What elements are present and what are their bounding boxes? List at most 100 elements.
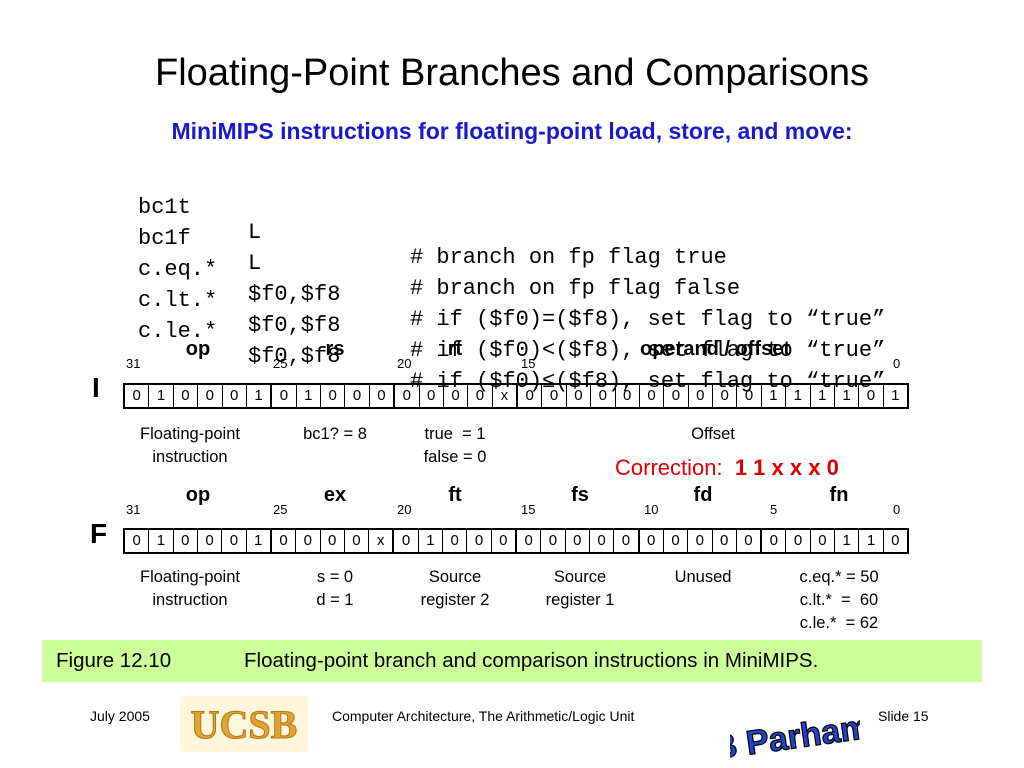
code-comment: # if ($f0)=($f8), set flag to “true” <box>410 307 886 332</box>
footer-date: July 2005 <box>90 708 150 724</box>
correction-label: Correction: <box>615 455 723 480</box>
bit-cell: 0 <box>541 530 566 552</box>
bit-cell: 1 <box>859 530 884 552</box>
bit-cell: 0 <box>713 530 737 552</box>
bit-cell: 0 <box>468 385 493 407</box>
field-label-op: op <box>185 484 211 506</box>
bit-cell: 1 <box>149 385 174 407</box>
bit-cell: x <box>369 530 395 552</box>
bit-cell: 0 <box>688 530 713 552</box>
bit-cell: 0 <box>566 530 590 552</box>
code-line: c.lt.* $f0,$f8 # if ($f0)<($f8), set fla… <box>0 263 885 363</box>
code-block: bc1t L # branch on fp flag true bc1f L #… <box>0 0 1024 394</box>
ucsb-logo: UCSB <box>180 696 308 752</box>
figure-caption-text: Floating-point branch and comparison ins… <box>244 649 819 672</box>
field-label-fn: fn <box>829 484 849 506</box>
bit-cell: 0 <box>125 385 150 407</box>
bit-cell: 1 <box>419 530 444 552</box>
correction-note: Correction: 1 1 x x x 0 <box>615 455 839 481</box>
code-comment: # if ($f0)<($f8), set flag to “true” <box>410 338 886 363</box>
desc-offset: Offset <box>691 425 735 443</box>
bit-number: 0 <box>893 502 901 517</box>
bit-cell: 0 <box>467 530 492 552</box>
bit-cell: 0 <box>174 385 199 407</box>
bit-cell: 0 <box>859 385 884 407</box>
bit-number: 25 <box>273 502 288 517</box>
format-label-f: F <box>90 518 108 549</box>
author-logo: B Parhami <box>730 706 860 760</box>
footer-course: Computer Architecture, The Arithmetic/Lo… <box>332 708 635 724</box>
bit-cell: 1 <box>811 385 835 407</box>
code-args: L <box>248 251 262 276</box>
figure-caption: Figure 12.10 Floating-point branch and co… <box>42 640 982 682</box>
correction-value: 1 1 x x x 0 <box>734 455 839 480</box>
code-op: c.eq.* <box>138 257 218 282</box>
bit-cell: 0 <box>518 385 543 407</box>
bit-cell: 0 <box>590 530 615 552</box>
bit-cell: 0 <box>272 530 297 552</box>
bit-number: 15 <box>521 502 536 517</box>
code-line: bc1f L # branch on fp flag false <box>0 201 740 301</box>
bit-cell: 1 <box>786 385 811 407</box>
bit-cell: 0 <box>786 530 811 552</box>
bit-cell: 0 <box>567 385 592 407</box>
bit-cell: 0 <box>664 530 689 552</box>
code-op: c.le.* <box>138 319 218 344</box>
figure-number: Figure 12.10 <box>56 649 172 672</box>
field-label-op: op <box>185 338 211 360</box>
bit-cell: 0 <box>345 385 370 407</box>
bit-number: 20 <box>397 356 412 371</box>
code-comment: # branch on fp flag false <box>410 276 741 301</box>
format-label-i: I <box>92 372 100 403</box>
bit-cell: 0 <box>811 530 836 552</box>
bit-cell: 0 <box>345 530 370 552</box>
bit-number: 31 <box>126 356 141 371</box>
author-logo-text: B Parhami <box>730 706 860 760</box>
bit-number: 10 <box>644 502 659 517</box>
bit-cell: 0 <box>321 385 346 407</box>
bit-cell: 0 <box>296 530 321 552</box>
code-line: c.le.* $f0,$f8 # if ($f0)≤($f8), set fla… <box>0 294 885 394</box>
bit-cell: 1 <box>247 530 272 552</box>
code-comment: # if ($f0)≤($f8), set flag to “true” <box>410 369 886 394</box>
field-label-fd: fd <box>693 484 713 506</box>
bit-cell: 1 <box>297 385 321 407</box>
desc-fn: c.eq.* = 50 c.lt.* = 60 c.le.* = 62 <box>799 568 879 632</box>
bit-cell: 0 <box>395 385 420 407</box>
bit-cell: 0 <box>443 530 468 552</box>
bit-cell: 1 <box>835 385 860 407</box>
bit-cell: 1 <box>835 530 860 552</box>
footer-slide-number: Slide 15 <box>878 708 929 724</box>
ucsb-logo-text: UCSB <box>191 702 298 747</box>
bit-cell: 0 <box>737 530 763 552</box>
bit-cell: 0 <box>614 530 640 552</box>
field-label-rt: rt <box>447 338 463 360</box>
bit-cell: 1 <box>891 387 900 404</box>
bit-number: 0 <box>893 356 901 371</box>
bit-cell: 0 <box>125 530 150 552</box>
slide-title: Floating-Point Branches and Comparisons <box>155 52 869 94</box>
bit-number: 15 <box>521 356 536 371</box>
bit-cell: 0 <box>272 385 297 407</box>
bit-number: 31 <box>126 502 141 517</box>
code-args: $f0,$f8 <box>248 282 341 307</box>
bit-cell: 0 <box>737 385 762 407</box>
bit-number: 5 <box>770 502 778 517</box>
bit-cell: 0 <box>517 530 542 552</box>
field-label-fs: fs <box>571 484 589 506</box>
slide-subtitle: MiniMIPS instructions for floating-point… <box>171 118 853 144</box>
code-args: L <box>248 220 262 245</box>
bit-number: 25 <box>273 356 288 371</box>
bit-cell: 1 <box>149 530 174 552</box>
bit-cell: 0 <box>640 385 665 407</box>
code-args: $f0,$f8 <box>248 313 341 338</box>
bit-cell: 0 <box>689 385 713 407</box>
field-label-offset: operand / offset <box>639 338 790 360</box>
bit-cell: 0 <box>198 385 223 407</box>
